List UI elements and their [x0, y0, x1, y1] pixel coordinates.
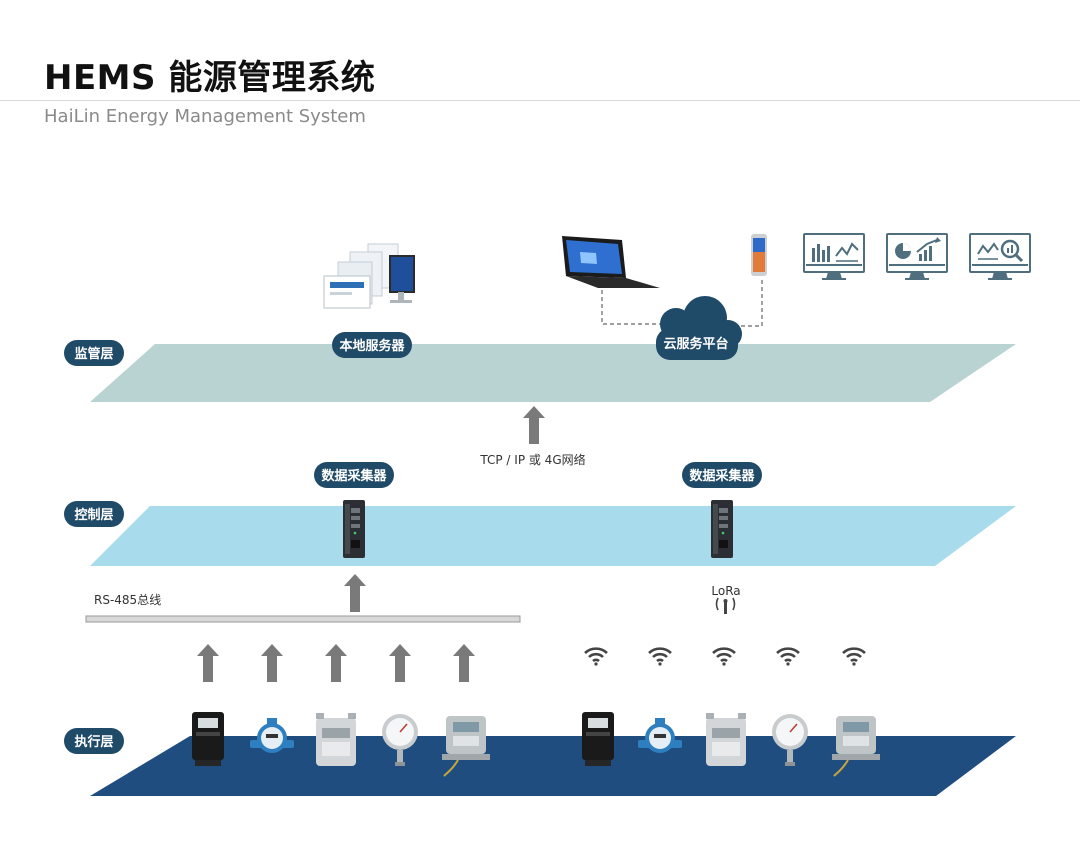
gas-meter-icon — [706, 713, 746, 766]
laptop-cloud-connector — [601, 290, 664, 325]
cloud-icon: 云服务平台 — [656, 296, 742, 360]
wifi-icon — [841, 647, 867, 667]
meter-up-arrow — [453, 644, 475, 682]
local-server-text: 本地服务器 — [339, 338, 405, 354]
lora-label: LoRa — [711, 584, 740, 598]
control-layer-text: 控制层 — [74, 507, 113, 523]
rs485-bus-line — [85, 615, 521, 623]
supervision-layer-plane — [90, 344, 1016, 402]
network-up-arrow — [523, 406, 545, 444]
data-collector-icon — [343, 500, 365, 558]
collector-right-label: 数据采集器 — [682, 462, 762, 488]
collector-left-text: 数据采集器 — [321, 468, 387, 484]
phone-cloud-connector — [730, 280, 763, 327]
pie-chart-monitor-icon — [886, 233, 948, 280]
wifi-icon — [647, 647, 673, 667]
collector-left-label: 数据采集器 — [314, 462, 394, 488]
meter-up-arrow — [197, 644, 219, 682]
title-divider — [0, 100, 1080, 101]
control-layer-label: 控制层 — [64, 501, 124, 527]
bar-chart-monitor-icon — [803, 233, 865, 280]
monitor-screens-icon — [323, 243, 415, 309]
execution-layer-label: 执行层 — [64, 728, 124, 754]
execution-layer-plane — [90, 736, 1016, 796]
wifi-icon — [711, 647, 737, 667]
page-title: HEMS 能源管理系统 — [44, 58, 376, 98]
electric-meter-icon — [192, 712, 224, 766]
data-collector-icon — [711, 500, 733, 558]
water-meter-icon — [638, 718, 682, 753]
rs485-label: RS-485总线 — [94, 593, 161, 607]
collector-right-text: 数据采集器 — [689, 468, 755, 484]
local-server-label: 本地服务器 — [332, 332, 412, 358]
meter-up-arrow — [389, 644, 411, 682]
supervision-layer-label: 监管层 — [64, 340, 124, 366]
electric-meter-icon — [582, 712, 614, 766]
gas-meter-icon — [316, 713, 356, 766]
execution-layer-text: 执行层 — [74, 734, 113, 750]
meter-up-arrow — [325, 644, 347, 682]
cloud-platform-text: 云服务平台 — [663, 336, 728, 352]
lora-antenna-icon — [715, 597, 736, 614]
laptop-icon — [562, 236, 660, 288]
analytics-monitor-icon — [969, 233, 1031, 280]
water-meter-icon — [250, 718, 294, 753]
wifi-icon — [775, 647, 801, 667]
meter-up-arrow — [261, 644, 283, 682]
control-layer-plane — [90, 506, 1016, 566]
page-subtitle: HaiLin Energy Management System — [44, 106, 366, 127]
supervision-layer-text: 监管层 — [74, 346, 113, 362]
network-label: TCP / IP 或 4G网络 — [479, 452, 585, 467]
bus-up-arrow — [344, 574, 366, 612]
wifi-icon — [583, 647, 609, 667]
smartphone-icon — [751, 234, 767, 276]
